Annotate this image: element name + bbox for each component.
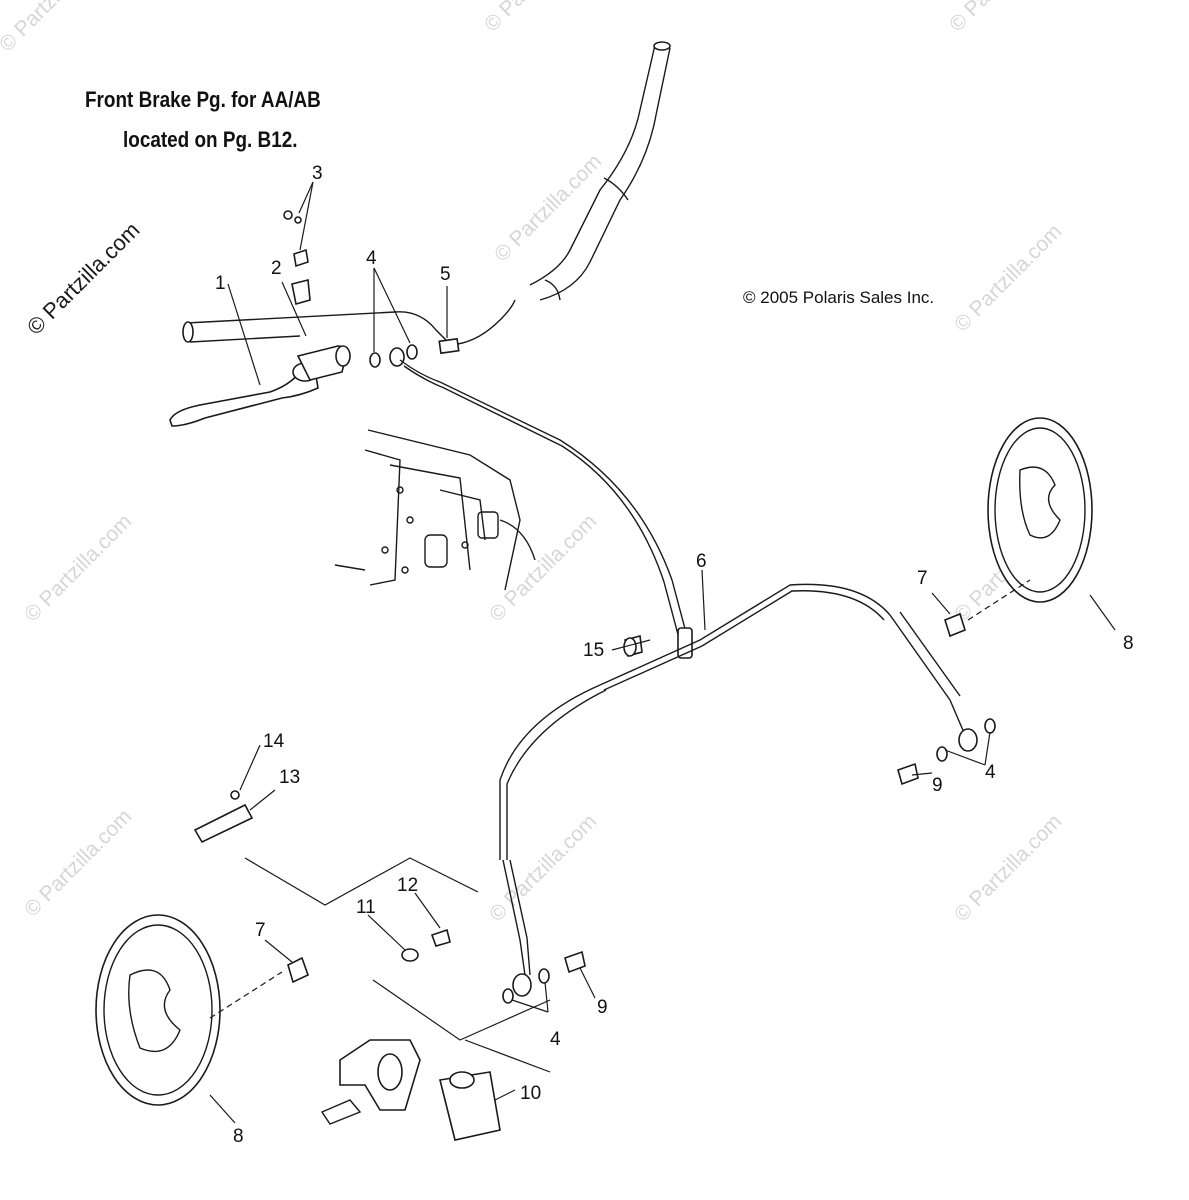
- brake-switch: [438, 299, 516, 355]
- callout-4: 4: [550, 1029, 561, 1050]
- callout-12: 12: [397, 875, 419, 896]
- callout-9: 9: [932, 775, 943, 796]
- frame-section: [334, 429, 536, 591]
- callout-14: 14: [263, 731, 285, 752]
- note-line-2: located on Pg. B12.: [123, 127, 298, 152]
- callout-7: 7: [917, 568, 928, 589]
- callout-7: 7: [255, 920, 266, 941]
- callout-4: 4: [366, 248, 377, 269]
- washer: [369, 352, 381, 368]
- left-brake-hose: [499, 684, 607, 1004]
- leader-lines: [209, 181, 1116, 1124]
- brake-hose: [399, 359, 689, 643]
- callout-4: 4: [985, 762, 996, 783]
- brake-caliper: [439, 1071, 501, 1141]
- callout-2: 2: [271, 258, 282, 279]
- bolt: [287, 956, 309, 984]
- callout-3: 3: [312, 163, 323, 184]
- assembly-lines: [209, 579, 1031, 1073]
- callout-9: 9: [597, 997, 608, 1018]
- callout-6: 6: [696, 551, 707, 572]
- callout-11: 11: [356, 897, 376, 918]
- bracket-plate: [193, 790, 254, 844]
- clamp-bracket: [283, 210, 311, 306]
- callout-5: 5: [440, 264, 451, 285]
- bolt: [430, 928, 451, 947]
- bolt: [944, 612, 966, 638]
- washer: [406, 344, 418, 360]
- spindle: [320, 1039, 421, 1125]
- note-line-1: Front Brake Pg. for AA/AB: [85, 87, 321, 112]
- callout-10: 10: [520, 1083, 542, 1104]
- left-brake-disc: [95, 914, 221, 1106]
- copyright-text: © 2005 Polaris Sales Inc.: [743, 288, 935, 307]
- callout-15: 15: [583, 640, 605, 661]
- callout-8: 8: [1123, 633, 1134, 654]
- callout-13: 13: [279, 767, 301, 788]
- right-brake-disc: [987, 417, 1093, 603]
- handlebar: [182, 41, 671, 343]
- brake-splitter: [599, 583, 891, 691]
- banjo-fitting: [389, 347, 405, 367]
- brake-lever: [169, 345, 351, 427]
- callout-1: 1: [215, 273, 226, 294]
- callout-8: 8: [233, 1126, 244, 1147]
- washer: [401, 948, 419, 962]
- right-brake-hose: [889, 611, 996, 786]
